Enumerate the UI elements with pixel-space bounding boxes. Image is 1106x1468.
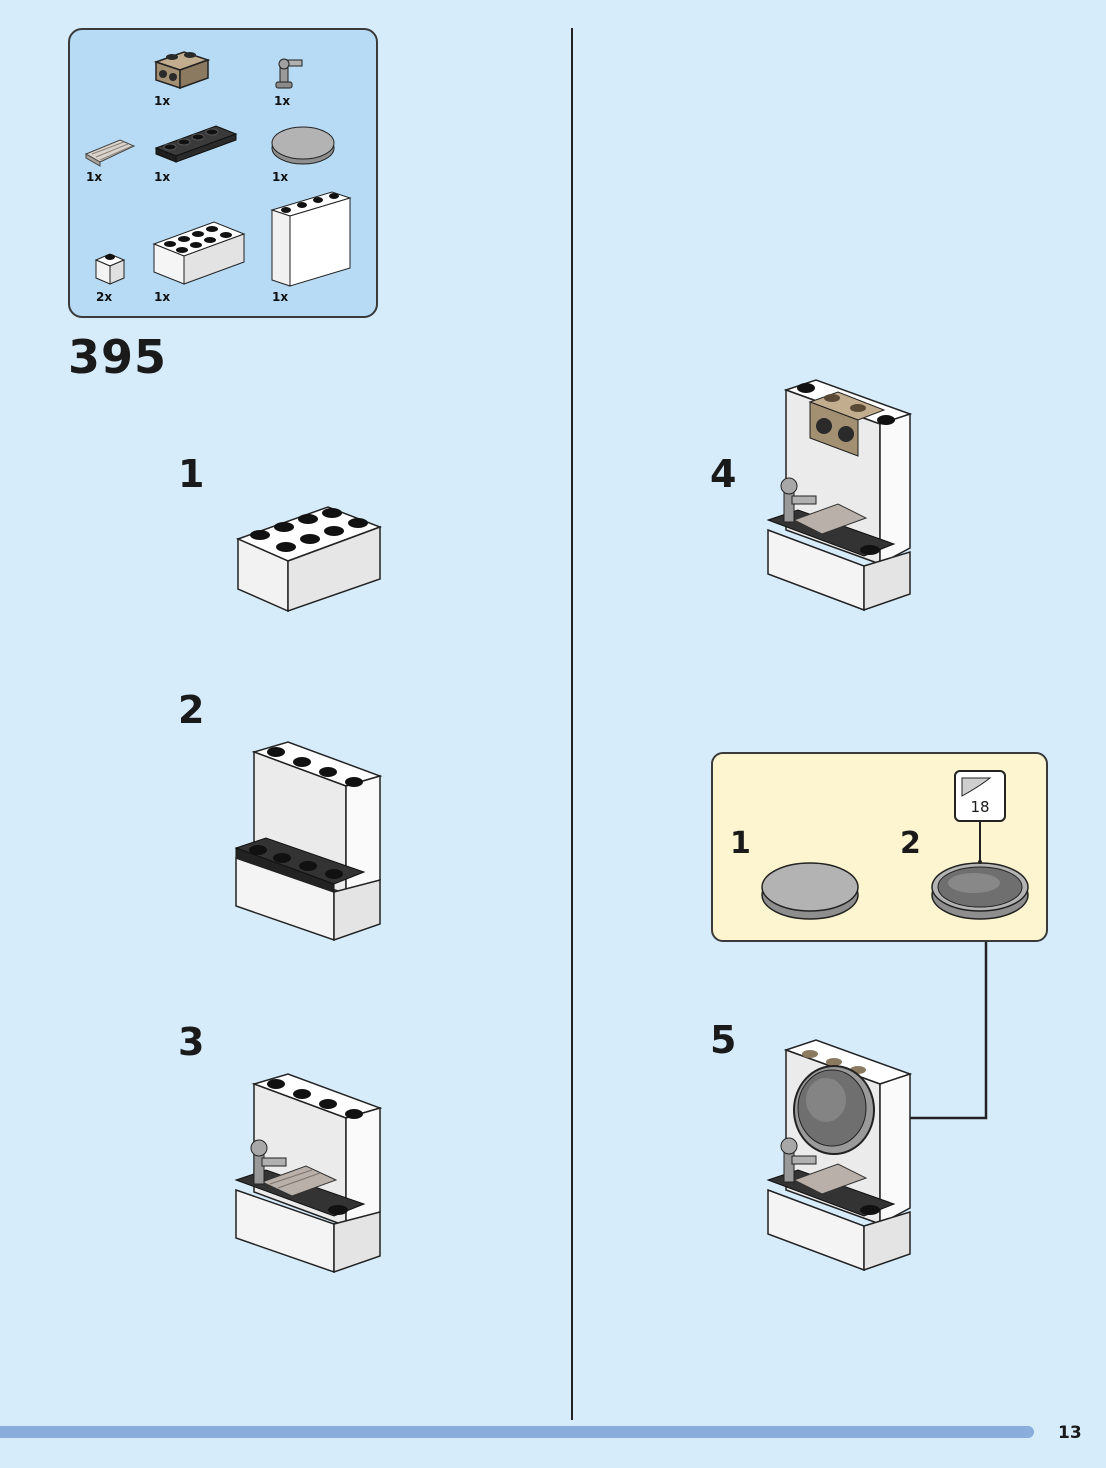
set-number: 395 [68, 330, 168, 384]
step-number: 3 [178, 1020, 205, 1064]
step-1-illustration [235, 506, 383, 613]
step-4-illustration [766, 379, 913, 612]
part-quantity: 1x [86, 170, 103, 184]
step-number: 5 [710, 1018, 737, 1062]
grille-tile-icon [84, 139, 136, 167]
tan-brick-side-studs-icon [153, 51, 211, 90]
part-quantity: 2x [96, 290, 113, 304]
white-panel-icon [270, 191, 352, 287]
black-plate-icon [154, 125, 238, 163]
step-number: 1 [178, 452, 205, 496]
step-number: 2 [178, 688, 205, 732]
step-2-illustration [234, 741, 383, 942]
part-quantity: 1x [154, 290, 171, 304]
step-number: 4 [710, 452, 737, 496]
white-brick-2x4-icon [152, 221, 246, 285]
part-quantity: 1x [272, 170, 289, 184]
part-quantity: 1x [274, 94, 291, 108]
part-quantity: 1x [154, 170, 171, 184]
page-number: 13 [1058, 1423, 1082, 1443]
parts-list-panel: 1x 1x 1x 1x 1x 2x [68, 28, 378, 318]
part-quantity: 1x [154, 94, 171, 108]
sticker-badge: 18 [954, 770, 1006, 822]
round-tile-icon [271, 126, 335, 165]
part-quantity: 1x [272, 290, 289, 304]
sticker-pointer-line [978, 820, 982, 864]
white-brick-1x1-icon [94, 253, 126, 285]
sticker-number: 18 [970, 798, 990, 816]
page-progress-bar [0, 1426, 1034, 1438]
column-divider [571, 28, 573, 1420]
faucet-icon [275, 58, 303, 89]
round-tile-with-sticker-icon [931, 862, 1029, 920]
step-5-illustration [766, 1039, 913, 1272]
step-3-illustration [234, 1073, 383, 1274]
sub-step-number: 2 [900, 826, 921, 861]
sub-step-number: 1 [730, 826, 751, 861]
round-tile-icon [761, 862, 859, 920]
sticker-icon [961, 777, 992, 797]
